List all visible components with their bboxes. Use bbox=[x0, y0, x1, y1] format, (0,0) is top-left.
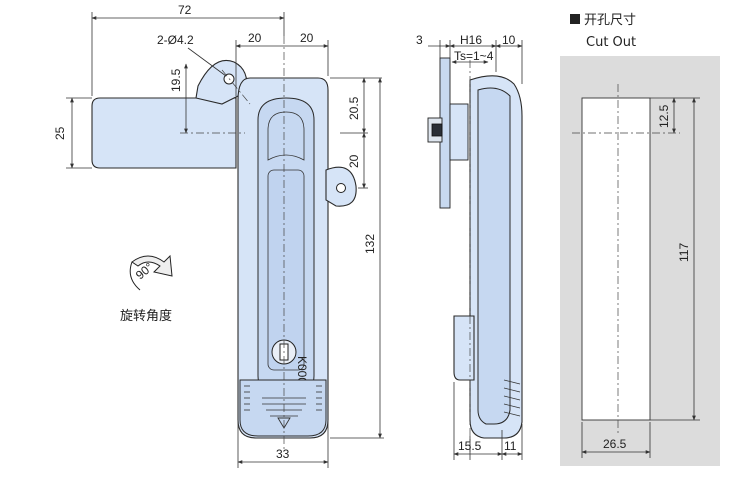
dim-11: 11 bbox=[504, 439, 517, 453]
dim-25: 25 bbox=[53, 126, 67, 140]
dim-20-right: 20 bbox=[300, 31, 314, 45]
side-view: 3 H16 10 Ts=1~4 15.5 11 bbox=[416, 33, 523, 460]
hole-callout: 2-Ø4.2 bbox=[157, 33, 194, 47]
side-ribs bbox=[503, 379, 521, 417]
nut-core bbox=[431, 123, 443, 137]
dim-3: 3 bbox=[416, 33, 423, 47]
mount-hole-side bbox=[336, 183, 346, 193]
cutout-view: 开孔尺寸 Cut Out 12.5 117 26.5 bbox=[560, 13, 720, 466]
key-code: K000 bbox=[295, 356, 309, 384]
handle-face bbox=[267, 169, 305, 371]
dim-117: 117 bbox=[677, 243, 691, 262]
rotation-arrow-icon: 90° bbox=[129, 254, 173, 291]
dim-10: 10 bbox=[502, 33, 516, 47]
handle-tail bbox=[453, 315, 475, 381]
dim-26-5: 26.5 bbox=[603, 437, 627, 451]
thickness-range: Ts=1~4 bbox=[454, 49, 494, 63]
bottom-cap bbox=[239, 379, 327, 437]
title-bullet bbox=[570, 14, 580, 24]
dim-33: 33 bbox=[276, 447, 290, 461]
spindle-housing bbox=[449, 103, 469, 161]
dim-19-5: 19.5 bbox=[169, 68, 183, 92]
rotation-label: 旋转角度 bbox=[120, 308, 172, 324]
dim-20-vertical: 20 bbox=[347, 154, 361, 168]
cutout-title-cn: 开孔尺寸 bbox=[584, 13, 636, 28]
cutout-opening bbox=[581, 97, 651, 421]
cutout-title-en: Cut Out bbox=[586, 35, 636, 50]
dim-72: 72 bbox=[178, 3, 192, 17]
dim-20-5: 20.5 bbox=[347, 96, 361, 120]
dim-h16: H16 bbox=[460, 33, 482, 47]
lever-arm bbox=[91, 97, 237, 169]
dim-20-left: 20 bbox=[248, 31, 262, 45]
dim-132: 132 bbox=[363, 234, 377, 254]
side-handle bbox=[477, 87, 511, 425]
dim-15-5: 15.5 bbox=[458, 439, 482, 453]
dim-12-5: 12.5 bbox=[657, 104, 671, 128]
arrow-down-icon bbox=[277, 417, 291, 429]
front-view: K000 72 2-Ø4.2 20 20 19. bbox=[53, 3, 384, 468]
finger-grip bbox=[267, 111, 305, 161]
